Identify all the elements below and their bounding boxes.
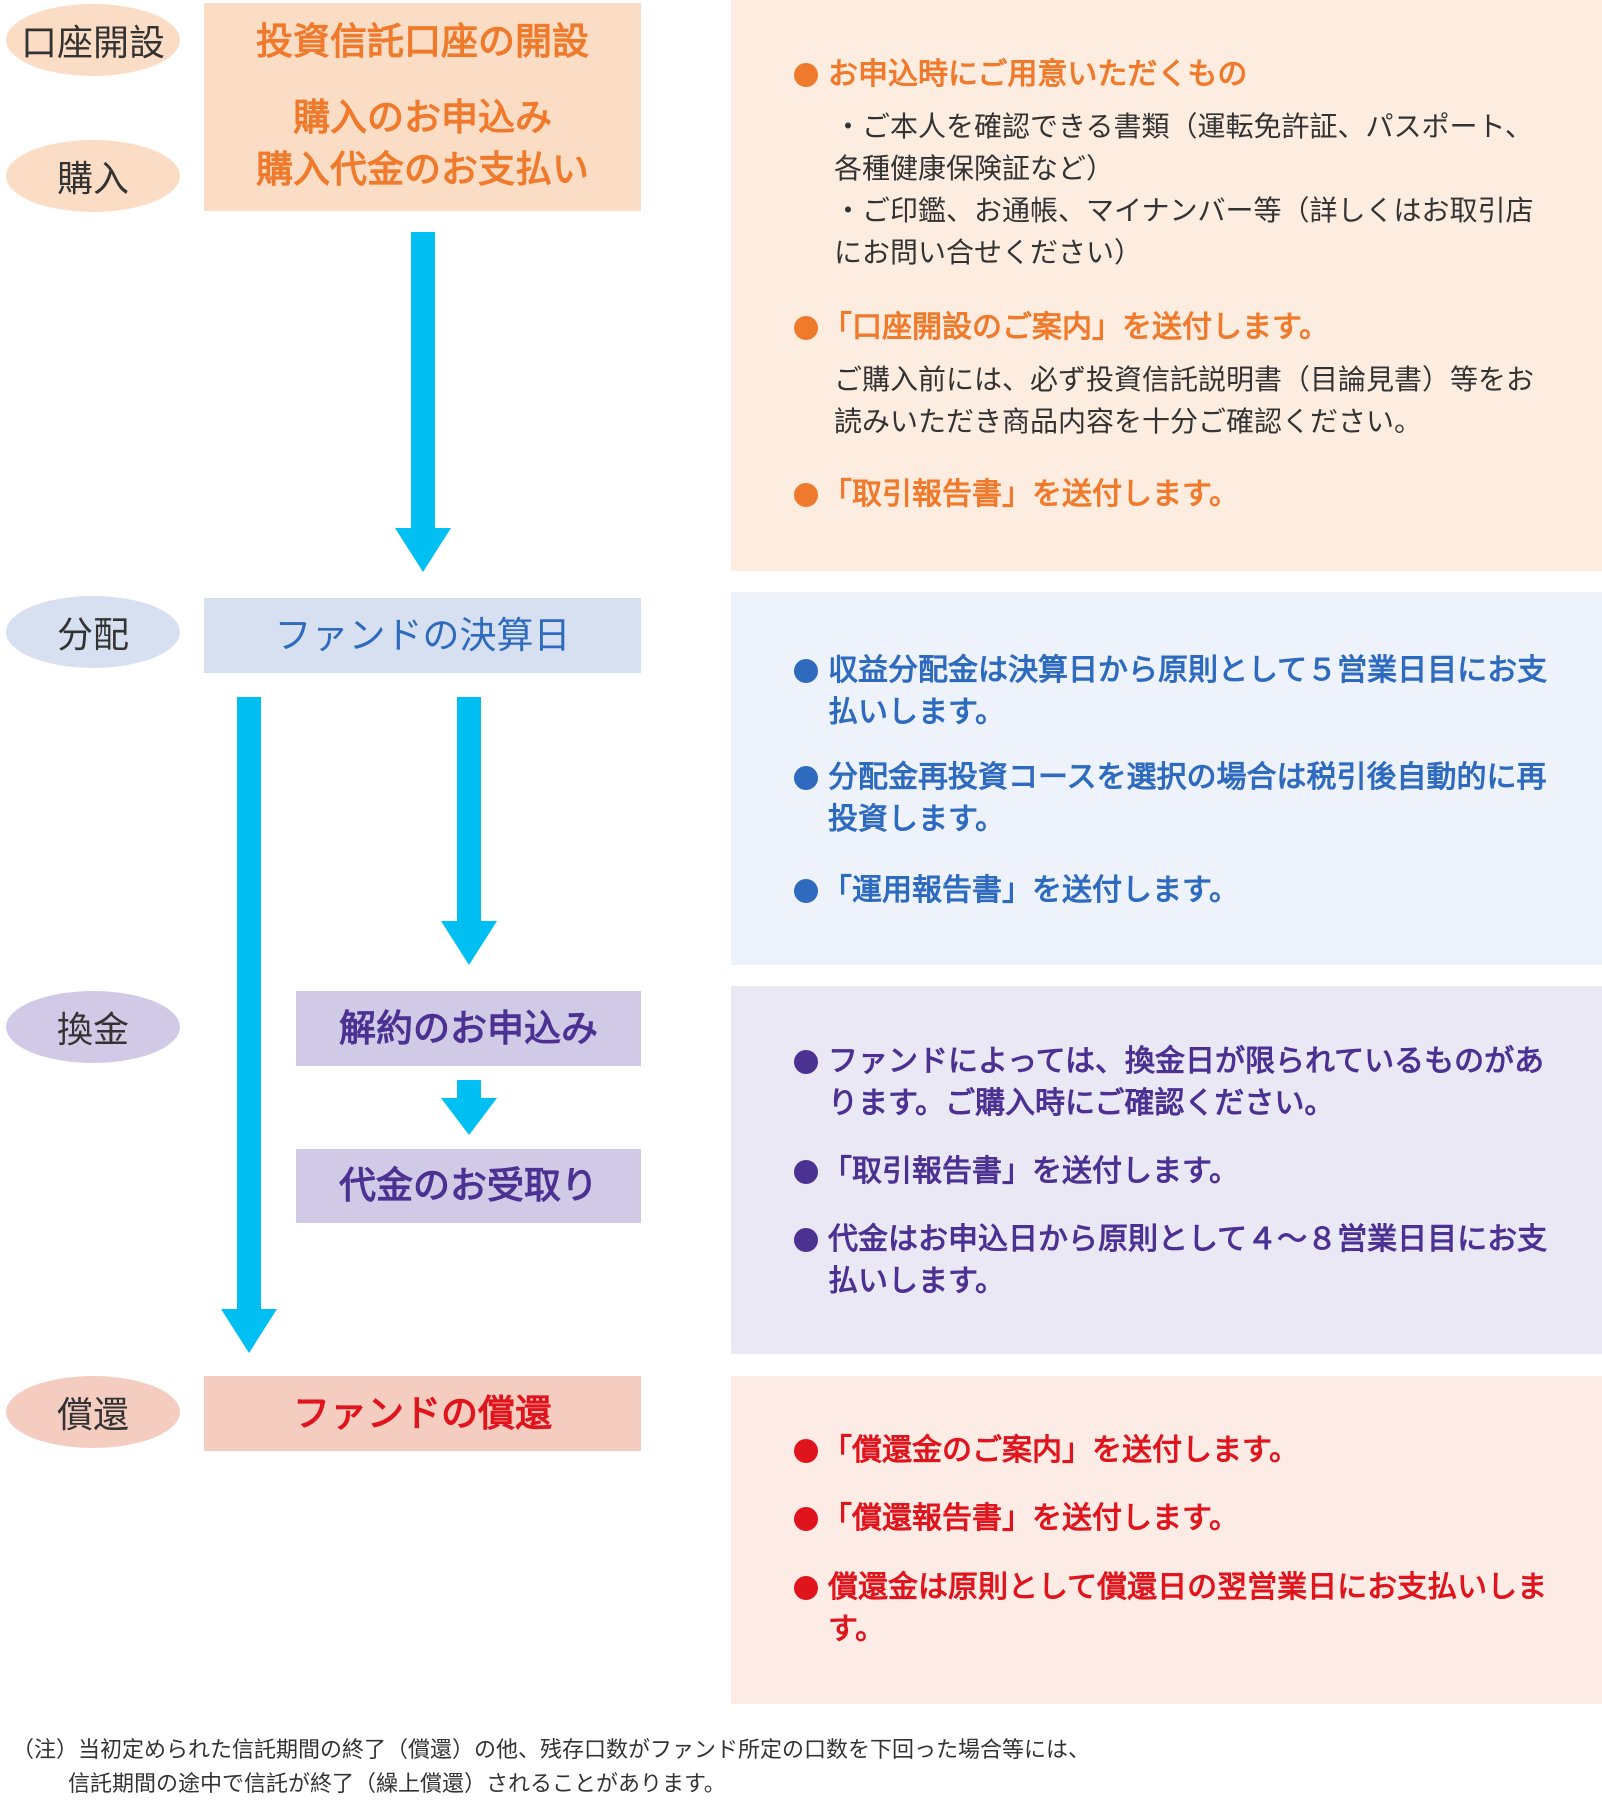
info-panel-redemption	[731, 986, 1602, 1354]
arrow-down-icon	[395, 232, 451, 572]
stage-purchase: 購入	[6, 140, 180, 212]
step-settlement-date: ファンドの決算日	[204, 598, 641, 673]
list-item: 「償還報告書」を送付します。	[794, 1498, 1574, 1540]
footnote-line: （注）当初定められた信託期間の終了（償還）の他、残存口数がファンド所定の口数を下…	[12, 1738, 1091, 1763]
bullet-icon	[794, 766, 818, 790]
step-fund-maturity: ファンドの償還	[204, 1376, 641, 1451]
bullet-icon	[794, 879, 818, 903]
list-item: 収益分配金は決算日から原則として５営業日目にお支払いします。	[794, 650, 1574, 734]
step-purchase-pay: 購入代金のお支払い	[256, 147, 589, 191]
step-receive-payment: 代金のお受取り	[296, 1149, 641, 1223]
bullet-icon	[794, 1576, 818, 1600]
list-item: 償還金は原則として償還日の翌営業日にお支払いします。	[794, 1567, 1574, 1651]
bullet-icon	[794, 1439, 818, 1463]
list-item-detail: ご購入前には、必ず投資信託説明書（目論見書）等をお読みいただき商品内容を十分ご確…	[834, 363, 1535, 438]
stage-redemption: 換金	[6, 991, 180, 1063]
list-item: 「償還金のご案内」を送付します。	[794, 1430, 1574, 1472]
list-item: 「取引報告書」を送付します。	[794, 1151, 1574, 1193]
step-cancel-apply: 解約のお申込み	[296, 991, 641, 1066]
list-item: ファンドによっては、換金日が限られているものがあります。ご購入時にご確認ください…	[794, 1041, 1574, 1125]
arrow-down-icon	[221, 697, 277, 1353]
bullet-icon	[794, 1050, 818, 1074]
list-item: 「運用報告書」を送付します。	[794, 870, 1574, 912]
bullet-icon	[794, 1160, 818, 1184]
stage-maturity: 償還	[6, 1376, 180, 1448]
bullet-icon	[794, 1228, 818, 1252]
arrow-down-icon	[441, 1080, 497, 1135]
arrow-down-icon	[441, 697, 497, 965]
list-item: お申込時にご用意いただくもの	[794, 54, 1574, 96]
step-account-open: 投資信託口座の開設	[256, 20, 589, 63]
stage-account-opening: 口座開設	[6, 4, 180, 76]
bullet-icon	[794, 659, 818, 683]
step-purchase-apply: 購入のお申込み	[293, 95, 552, 139]
bullet-icon	[794, 1507, 818, 1531]
bullet-icon	[794, 316, 818, 340]
list-item: 「取引報告書」を送付します。	[794, 474, 1574, 516]
info-panel-maturity	[731, 1376, 1602, 1704]
step-box-account-purchase: 投資信託口座の開設 購入のお申込み 購入代金のお支払い	[204, 3, 641, 211]
list-item-detail: ・ご本人を確認できる書類（運転免許証、パスポート、各種健康保険証など）	[834, 110, 1533, 185]
list-item: 「口座開設のご案内」を送付します。	[794, 307, 1574, 349]
list-item: 分配金再投資コースを選択の場合は税引後自動的に再投資します。	[794, 757, 1574, 841]
bullet-icon	[794, 483, 818, 507]
list-item-detail: ・ご印鑑、お通帳、マイナンバー等（詳しくはお取引店にお問い合せください）	[834, 194, 1534, 269]
list-item: 代金はお申込日から原則として４〜８営業日目にお支払いします。	[794, 1219, 1574, 1303]
info-panel-purchase	[731, 0, 1602, 571]
stage-distribution: 分配	[6, 596, 180, 668]
bullet-icon	[794, 63, 818, 87]
footnote-line: 信託期間の途中で信託が終了（繰上償還）されることがあります。	[68, 1772, 726, 1797]
info-panel-distribution	[731, 592, 1602, 965]
